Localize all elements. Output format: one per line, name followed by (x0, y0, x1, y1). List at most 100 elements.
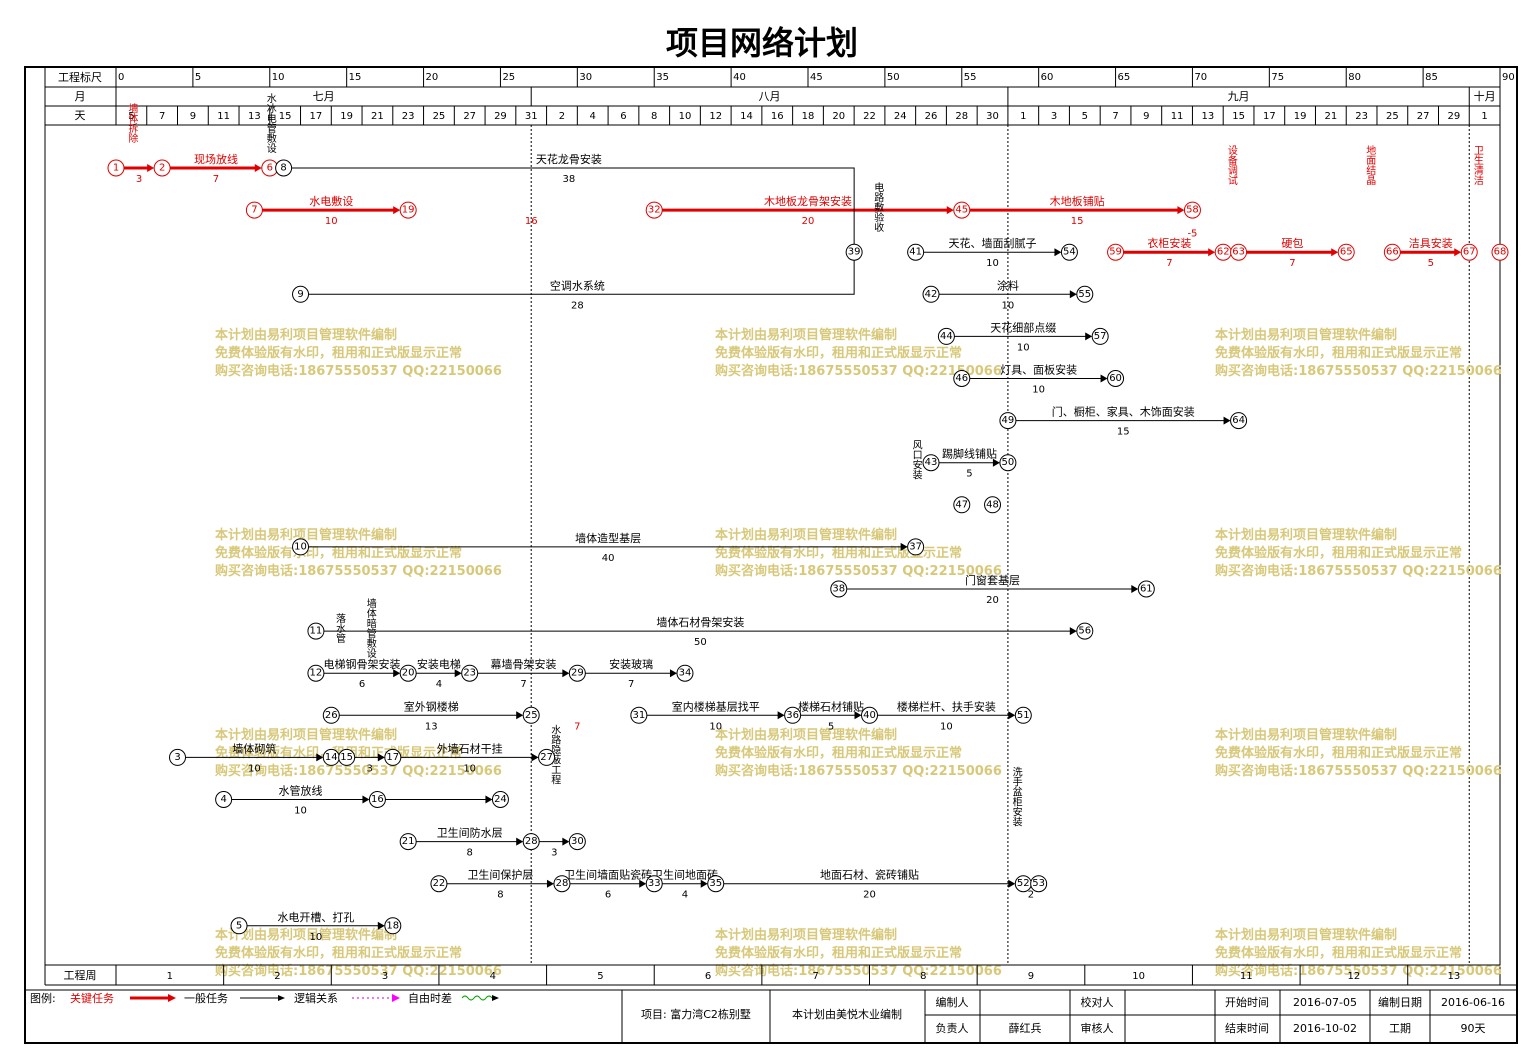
legend-critical-label: 关键任务 (70, 991, 114, 1005)
footer-date-value: 2016-06-16 (1441, 996, 1505, 1009)
event-node: 20 (399, 664, 417, 682)
footer-end-value: 2016-10-02 (1293, 1022, 1357, 1035)
week-label: 8 (920, 971, 926, 982)
activity-duration: 5 (828, 721, 834, 732)
event-node-circle (107, 159, 125, 177)
activity-duration: 20 (802, 216, 815, 227)
month-label: 九月 (1228, 90, 1250, 103)
event-node-circle (676, 664, 694, 682)
event-node-circle (937, 327, 955, 345)
activity-arrowhead (562, 837, 570, 846)
event-node-circle (1060, 243, 1078, 261)
day-label: 7 (1112, 111, 1118, 122)
activity-label: 天花、墙面刮腻子 (949, 236, 1037, 250)
event-node-number: 66 (1386, 247, 1399, 258)
event-node: 11 (307, 622, 325, 640)
activity-label: 衣柜安装 (1147, 236, 1191, 250)
event-node: 22 (430, 875, 448, 893)
week-row-label: 工程周 (64, 969, 97, 982)
event-node-number: 28 (556, 878, 569, 889)
day-label: 9 (1143, 111, 1149, 122)
event-node-number: 36 (786, 710, 799, 721)
day-label: 24 (894, 111, 907, 122)
watermark-line-3: 购买咨询电话:18675550537 QQ:22150066 (215, 763, 502, 779)
day-label: 15 (279, 111, 292, 122)
activity-label: 地面石材、瓷砖铺贴 (820, 868, 919, 882)
activity-duration: 38 (563, 174, 576, 185)
event-node-circle (553, 875, 571, 893)
watermark-line-3: 购买咨询电话:18675550537 QQ:22150066 (215, 363, 502, 379)
activity-duration: 15 (1117, 427, 1130, 438)
event-node: 29 (568, 664, 586, 682)
footer-editor-label: 编制人 (936, 995, 969, 1009)
event-node-circle (307, 622, 325, 640)
activity-duration: 10 (325, 216, 338, 227)
event-node-number: 10 (294, 541, 307, 552)
event-node-circle (953, 201, 971, 219)
scale-tick-label: 65 (1118, 72, 1131, 83)
event-node-number: 26 (325, 710, 338, 721)
activity-duration: 7 (213, 174, 219, 185)
event-node: 41 (907, 243, 925, 261)
activity-label: 卫生间墙面贴瓷砖 (564, 868, 652, 882)
activity-duration: 3 (367, 763, 373, 774)
float-label: -5 (1187, 229, 1197, 240)
event-node-circle (568, 664, 586, 682)
week-label: 7 (813, 971, 819, 982)
vertical-activity-label: 墙体暗管敷设 (364, 597, 376, 659)
event-node-number: 39 (848, 247, 861, 258)
event-node-number: 43 (925, 457, 938, 468)
event-node: 17 (384, 748, 402, 766)
vertical-labels: 墙体拆除电路敷验收设备调试地面结晶卫生清洁风口安装落水管墙体暗管敷设水路隐蔽工程… (126, 93, 1484, 828)
activity-label: 卫生间防水层 (437, 826, 503, 840)
activity-arrowhead (1454, 248, 1462, 257)
week-label: 2 (274, 971, 280, 982)
day-label: 15 (1232, 111, 1245, 122)
event-node: 56 (1076, 622, 1094, 640)
event-node-circle (292, 538, 310, 556)
event-node-circle (1137, 580, 1155, 598)
watermark-line-3: 购买咨询电话:18675550537 QQ:22150066 (1215, 363, 1502, 379)
event-node-number: 65 (1340, 247, 1353, 258)
week-label: 4 (490, 971, 496, 982)
event-node-circle (368, 791, 386, 808)
activity-label: 涂料 (997, 278, 1019, 292)
day-label: 31 (525, 111, 538, 122)
activity-duration: 10 (1002, 300, 1015, 311)
week-label: 1 (167, 971, 173, 982)
month-row-label: 月 (75, 90, 86, 103)
activity-arrowhead (516, 711, 524, 720)
event-node-number: 56 (1078, 626, 1091, 637)
activity-label: 楼梯石材铺贴 (798, 699, 864, 713)
event-node-circle (1076, 622, 1094, 640)
day-label: 14 (740, 111, 753, 122)
activity-arrowhead (454, 669, 462, 678)
event-node-number: 12 (310, 668, 323, 679)
event-node: 23 (461, 664, 479, 682)
watermark-line-3: 购买咨询电话:18675550537 QQ:22150066 (1215, 763, 1502, 779)
activity-arrowhead (1085, 332, 1093, 341)
event-node: 27 (538, 748, 556, 766)
scale-row-label: 工程标尺 (58, 70, 102, 84)
activity-arrowhead (1069, 290, 1077, 299)
week-label: 5 (597, 971, 603, 982)
event-node: 68 (1491, 243, 1509, 261)
activity-duration: 7 (628, 679, 634, 690)
event-node-circle (707, 875, 725, 893)
event-node-circle (922, 454, 940, 472)
event-node: 24 (491, 791, 509, 808)
event-node: 15 (338, 748, 356, 766)
legend-float-wave (461, 995, 493, 1001)
vertical-activity-label: 落水管 (333, 613, 345, 644)
event-node-number: 30 (571, 836, 584, 847)
event-node-circle (275, 159, 293, 177)
week-label: 11 (1240, 971, 1253, 982)
event-node: 58 (1183, 201, 1201, 219)
watermark-line-2: 免费体验版有水印，租用和正式版显示正常 (1215, 945, 1462, 961)
scale-tick-label: 75 (1271, 72, 1284, 83)
event-node: 54 (1060, 243, 1078, 261)
activity-label: 木地板龙骨架安装 (764, 194, 852, 208)
watermark-line-1: 本计划由易利项目管理软件编制 (1215, 727, 1397, 743)
